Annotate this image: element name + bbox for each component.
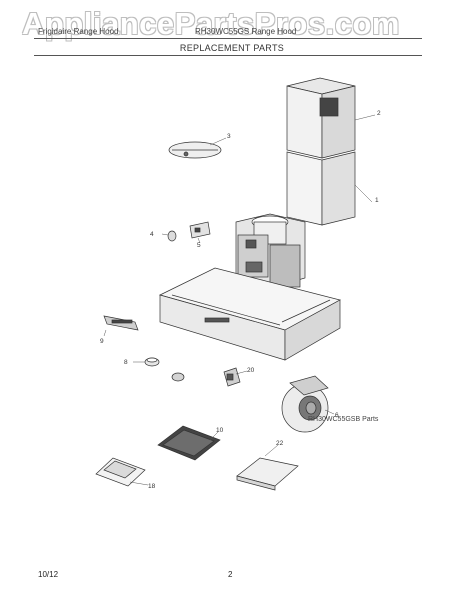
part-label-18: 18	[148, 483, 156, 490]
part-label-3: 3	[227, 133, 231, 140]
header-rule	[34, 38, 422, 39]
blower-housing	[235, 213, 306, 297]
part-label-10: 10	[216, 427, 224, 434]
capacitor	[223, 367, 241, 387]
part-label-6: 6	[335, 412, 339, 419]
part-label-1: 1	[375, 197, 379, 204]
grease-filter	[157, 425, 221, 461]
part-label-9: 9	[100, 338, 104, 345]
footer-page-number: 2	[228, 570, 233, 579]
switch-bar	[103, 315, 139, 331]
light-lens	[171, 372, 185, 382]
blower-motor	[281, 375, 329, 433]
part-label-2: 2	[377, 110, 381, 117]
part-label-20: 20	[247, 367, 255, 374]
light-bulb	[144, 357, 160, 367]
part-label-8: 8	[124, 359, 128, 366]
page-title: REPLACEMENT PARTS	[179, 43, 285, 53]
lower-chimney-cover	[286, 151, 356, 226]
watermark: AppliancePartsPros.com	[22, 6, 400, 41]
hood-canopy	[159, 267, 341, 361]
switch-knob	[167, 230, 177, 242]
control-board	[189, 221, 211, 239]
charcoal-filter-pad	[236, 457, 299, 491]
header-model: RH30WC55GS Range Hood	[195, 27, 297, 36]
upper-chimney-cover	[286, 77, 356, 159]
part-label-22: 22	[276, 440, 284, 447]
header-brand: Frigidaire Range Hood	[38, 27, 119, 36]
damper-plate	[168, 141, 222, 159]
part-label-4: 4	[150, 231, 154, 238]
part-label-5: 5	[197, 242, 201, 249]
installation-manual	[95, 457, 146, 487]
title-rule	[34, 55, 422, 56]
part-list-note: RH30WC55GSB Parts	[308, 416, 379, 423]
footer-date: 10/12	[38, 570, 59, 579]
